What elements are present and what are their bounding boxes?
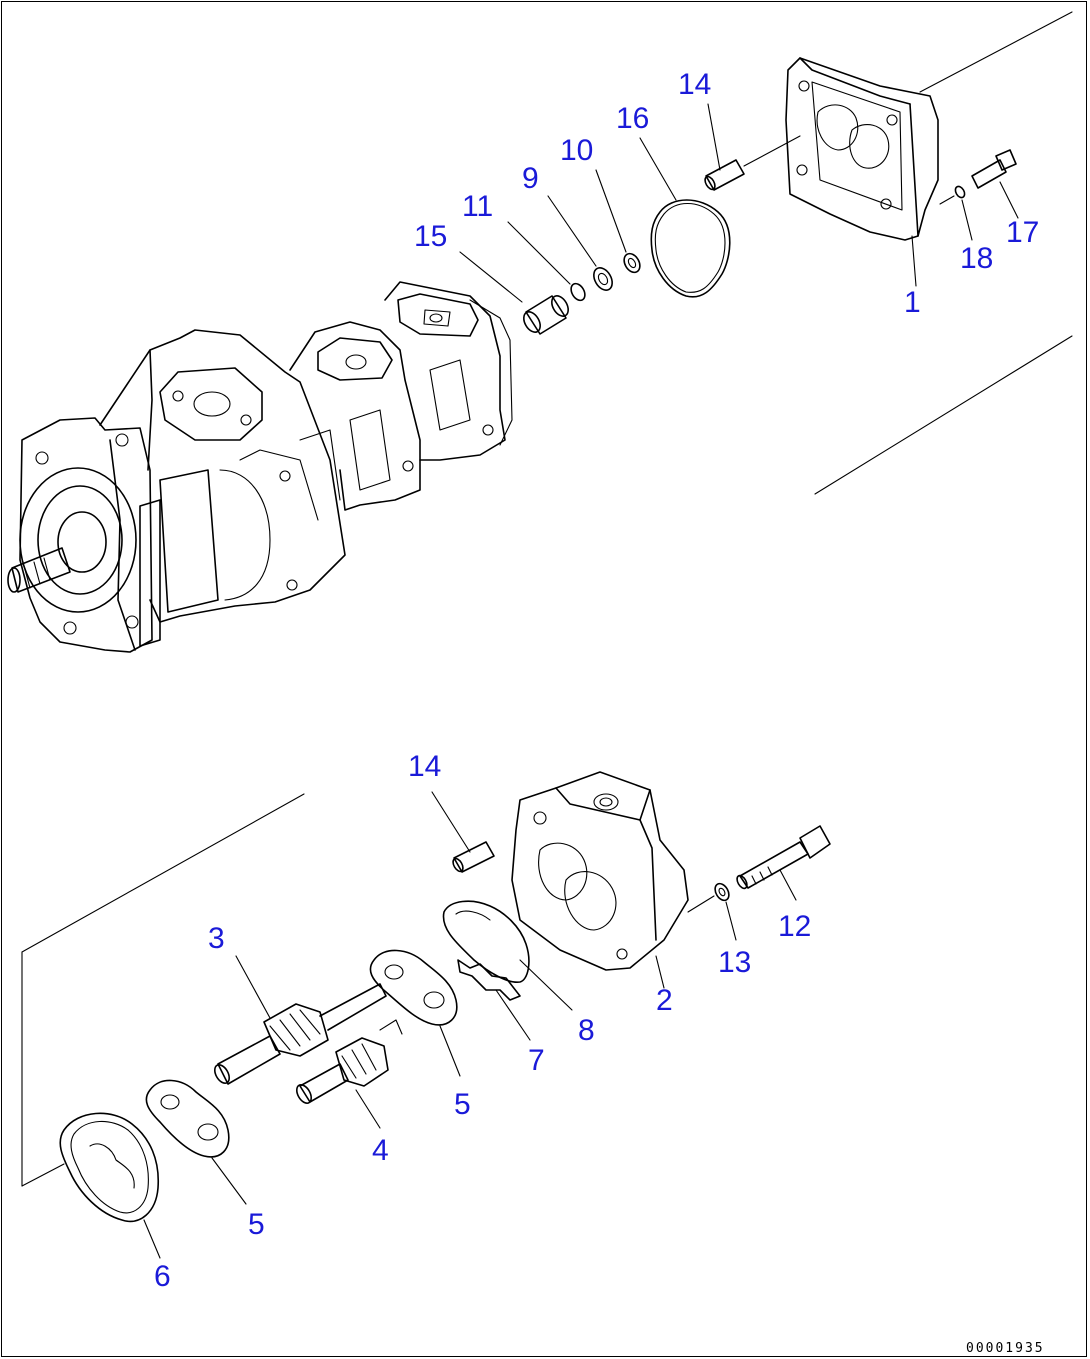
callout-6: 6	[154, 1260, 171, 1293]
callout-5-left: 5	[248, 1208, 265, 1241]
part-3-drive-gear-shaft	[213, 955, 387, 1085]
callout-15: 15	[414, 220, 447, 253]
callout-14-upper: 14	[678, 68, 711, 101]
part-17-plug	[971, 149, 1019, 219]
callout-10: 10	[560, 134, 593, 167]
part-7-seal-plate	[457, 959, 531, 1041]
callout-1: 1	[904, 286, 921, 319]
part-16-o-ring	[650, 199, 731, 298]
part-18-washer	[939, 185, 973, 241]
callout-17: 17	[1006, 216, 1039, 249]
upper-section-boundary	[814, 11, 1073, 495]
callout-4: 4	[372, 1134, 389, 1167]
part-1-cover	[785, 57, 939, 287]
part-5-side-plate-left	[145, 1079, 247, 1205]
part-12-bolt	[736, 825, 831, 901]
callout-8: 8	[578, 1014, 595, 1047]
part-4-driven-gear	[295, 1019, 403, 1129]
callout-7: 7	[528, 1044, 545, 1077]
callout-3: 3	[208, 922, 225, 955]
upper-leader-lines	[459, 103, 721, 303]
part-5-side-plate-right	[369, 949, 461, 1077]
part-6-gasket	[59, 1112, 161, 1259]
part-10-washer	[623, 252, 641, 274]
callout-14-lower: 14	[408, 750, 441, 783]
callout-18: 18	[960, 242, 993, 275]
drawing-code: 00001935	[966, 1341, 1045, 1356]
callout-9: 9	[522, 162, 539, 195]
callout-labels: 1 2 3 4 5 5 6 7 8 9 10 11 12 13 14 14 15…	[154, 68, 1039, 1293]
callout-2: 2	[656, 984, 673, 1017]
part-13-washer	[687, 882, 737, 941]
callout-16: 16	[616, 102, 649, 135]
callout-12: 12	[778, 910, 811, 943]
part-14-dowel-pin-upper	[704, 135, 801, 191]
pump-assembly	[7, 281, 513, 653]
lower-section-boundary	[21, 793, 305, 1187]
part-14-dowel-pin-lower	[431, 791, 495, 873]
part-11-snap-ring	[570, 282, 586, 302]
part-15-bushing	[523, 295, 569, 335]
callout-13: 13	[718, 946, 751, 979]
part-8-gasket	[442, 900, 573, 1011]
part-2-pump-body	[511, 771, 689, 989]
callout-11: 11	[462, 190, 493, 223]
part-9-nut	[593, 267, 613, 291]
callout-5-right: 5	[454, 1088, 471, 1121]
